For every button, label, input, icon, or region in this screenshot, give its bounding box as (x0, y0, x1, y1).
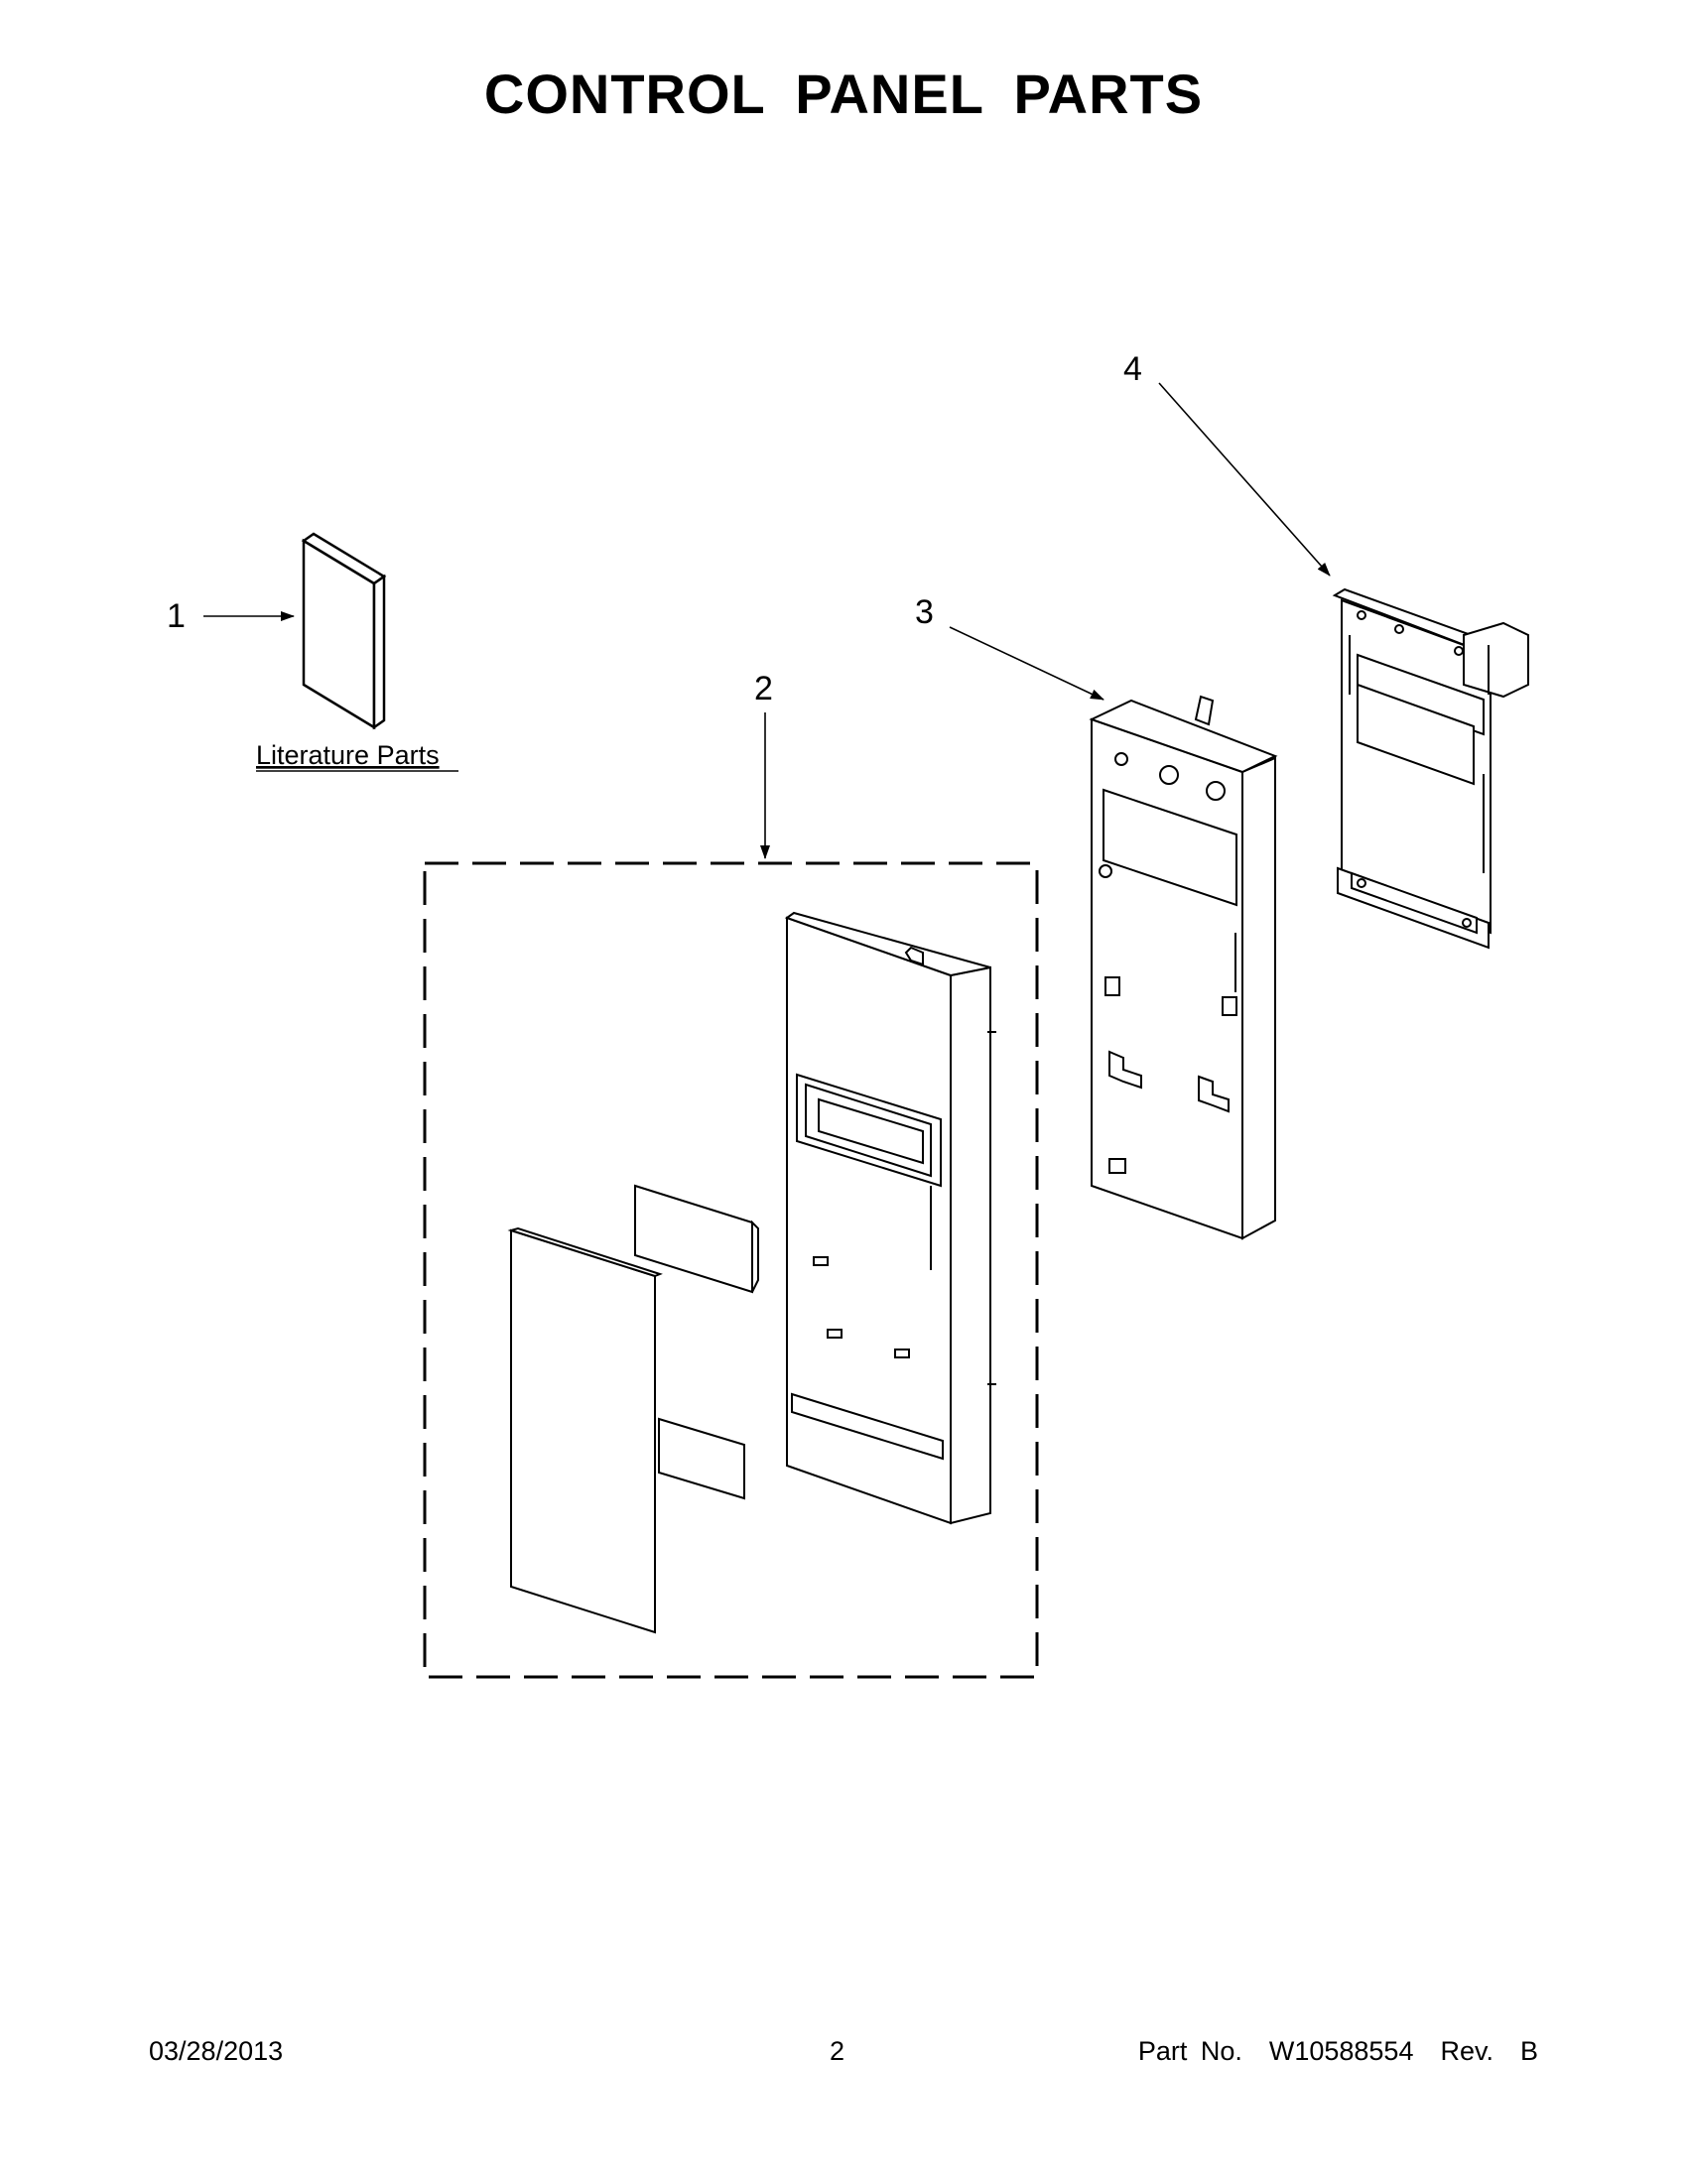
console-front-panel (784, 911, 996, 1525)
keypad-flex-tail (658, 1417, 745, 1500)
electronic-control-board (1332, 587, 1529, 950)
control-panel-frame (1089, 695, 1278, 1240)
callout-3-arrow (949, 626, 1104, 701)
page-title: CONTROL PANEL PARTS (483, 63, 1204, 125)
callout-1: 1 (167, 597, 186, 635)
literature-parts-label: Literature Parts (256, 740, 440, 770)
footer-date: 03/28/2013 (149, 2036, 284, 2066)
callout-4-arrow (1158, 382, 1331, 577)
callout-3: 3 (915, 593, 934, 631)
literature-booklet (301, 532, 387, 730)
assembly-dashed-box (423, 861, 1039, 1679)
membrane-keypad (507, 1226, 663, 1634)
footer-part-number: Part No. W10588554 Rev. B (1137, 2036, 1538, 2066)
callout-2: 2 (754, 670, 773, 707)
footer-page-number: 2 (830, 2036, 845, 2066)
callout-4: 4 (1123, 350, 1142, 388)
display-window-lens (634, 1184, 759, 1294)
